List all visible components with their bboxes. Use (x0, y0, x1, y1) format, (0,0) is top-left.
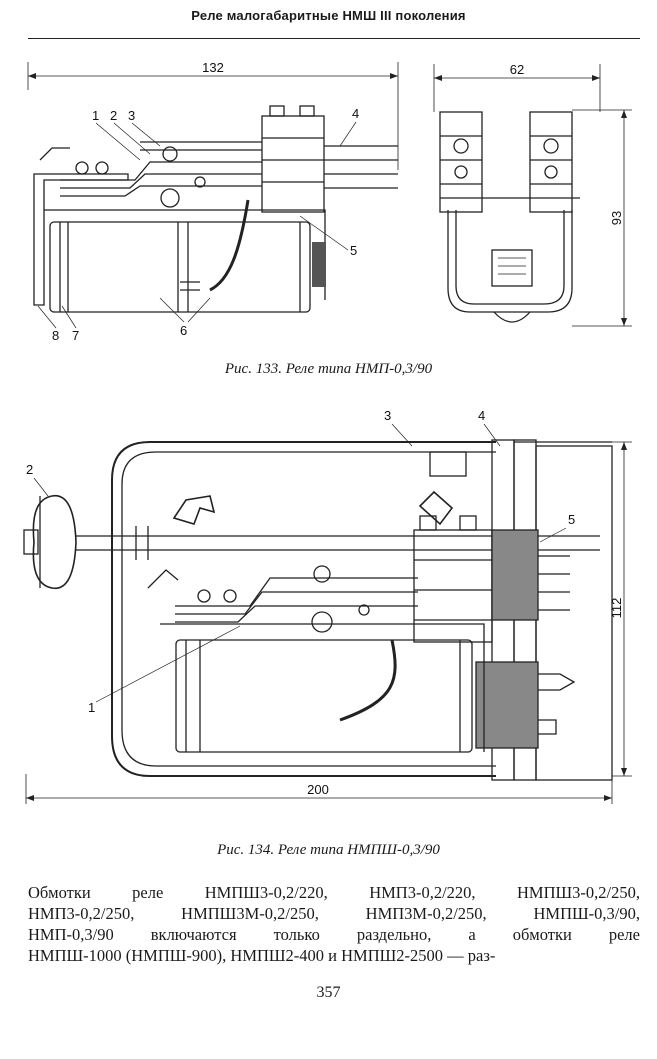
figure-134-drawing: 3 4 112 2 5 (23, 408, 632, 804)
body-line: НМП3-0,2/250, НМПШ3М-0,2/250, НМП3М-0,2/… (28, 904, 640, 923)
dim-132: 132 (202, 60, 224, 75)
callout-133-5: 5 (350, 243, 357, 258)
figure-133-drawing: 132 1 2 3 4 5 6 7 8 62 (27, 60, 632, 343)
callout-133-7: 7 (72, 328, 79, 343)
body-paragraph: Обмотки реле НМПШ3-0,2/220, НМП3-0,2/220… (28, 882, 640, 966)
dim-112: 112 (609, 598, 624, 619)
figure-134: 3 4 112 2 5 (0, 400, 657, 820)
dim-200: 200 (307, 782, 329, 797)
figure-134-caption: Рис. 134. Реле типа НМПШ-0,3/90 (217, 842, 440, 858)
callout-133-4: 4 (352, 106, 359, 121)
dim-62: 62 (510, 62, 524, 77)
callout-133-2: 2 (110, 108, 117, 123)
callout-133-6: 6 (180, 323, 187, 338)
callout-134-4: 4 (478, 408, 485, 423)
callout-133-3: 3 (128, 108, 135, 123)
running-head: Реле малогабаритные НМШ III поколения (191, 8, 466, 23)
body-line: НМП-0,3/90 включаются только раздельно, … (28, 925, 640, 944)
callout-133-8: 8 (52, 328, 59, 343)
header-rule (28, 38, 640, 39)
body-line: НМПШ-1000 (НМПШ-900), НМПШ2-400 и НМПШ2-… (28, 946, 496, 965)
callout-134-3: 3 (384, 408, 391, 423)
figure-133-caption: Рис. 133. Реле типа НМП-0,3/90 (224, 361, 433, 377)
page-number: 357 (316, 984, 341, 1001)
callout-134-5: 5 (568, 512, 575, 527)
callout-133-1: 1 (92, 108, 99, 123)
figure-133: 132 1 2 3 4 5 6 7 8 62 (0, 50, 657, 350)
dim-93: 93 (609, 211, 624, 225)
body-line: Обмотки реле НМПШ3-0,2/220, НМП3-0,2/220… (28, 883, 640, 902)
callout-134-2: 2 (26, 462, 33, 477)
callout-134-1: 1 (88, 700, 95, 715)
